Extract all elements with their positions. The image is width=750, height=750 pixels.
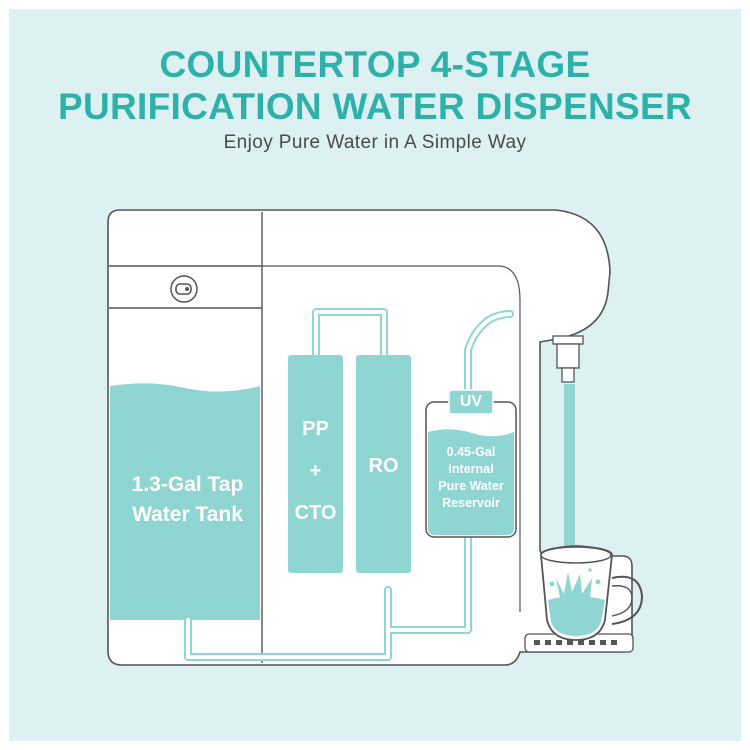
ro-filter bbox=[356, 355, 411, 573]
dispenser-nozzle bbox=[552, 335, 584, 383]
reservoir-water-fill bbox=[428, 429, 514, 535]
ro-filter-label: RO bbox=[368, 455, 399, 477]
tap-water-tank-fill bbox=[110, 383, 260, 620]
page-title: COUNTERTOP 4-STAGE PURIFICATION WATER DI… bbox=[0, 44, 750, 128]
pp-cto-filter bbox=[288, 355, 343, 573]
tank-label: 1.3-Gal Tap Water Tank bbox=[131, 473, 244, 526]
water-tubing bbox=[184, 308, 514, 661]
pp-cto-filter-label: PP + CTO bbox=[294, 418, 337, 524]
water-stream bbox=[564, 384, 575, 574]
power-button-icon[interactable] bbox=[170, 275, 198, 303]
reservoir-label: 0.45-Gal Internal Pure Water Reservoir bbox=[438, 445, 504, 510]
filter-cover-edge bbox=[499, 265, 521, 612]
cup-icon bbox=[540, 545, 644, 641]
uv-label: UV bbox=[459, 393, 483, 410]
page-subtitle: Enjoy Pure Water in A Simple Way bbox=[223, 132, 527, 153]
title-line-2: PURIFICATION WATER DISPENSER bbox=[57, 86, 692, 127]
uv-lamp-tag bbox=[448, 389, 494, 415]
title-line-1: COUNTERTOP 4-STAGE bbox=[159, 44, 591, 85]
